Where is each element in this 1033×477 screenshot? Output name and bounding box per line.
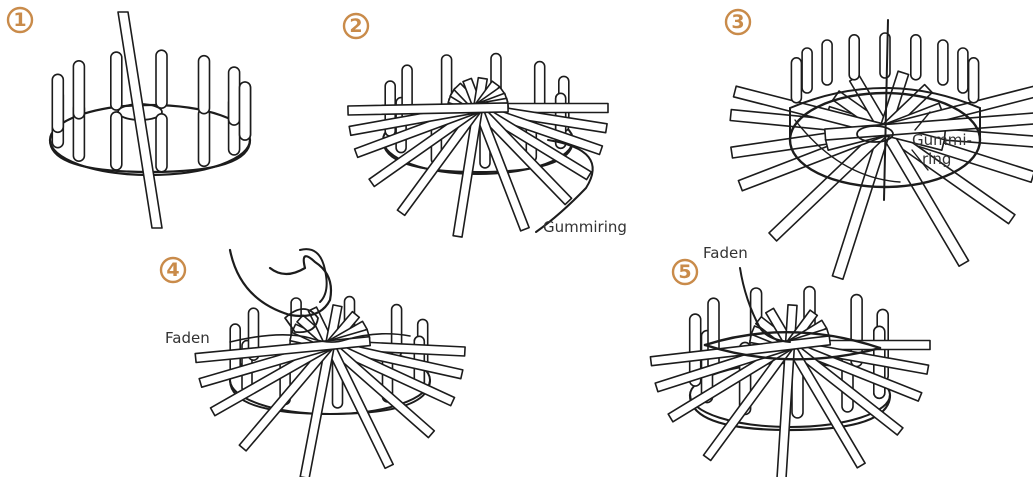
- step-1-panel: 1: [8, 8, 251, 228]
- step-5-faden-label: Faden: [703, 244, 748, 262]
- step-3-panel: 3 Gummi- ring: [726, 10, 1033, 279]
- step-5-badge: 5: [673, 260, 697, 284]
- step-2-panel: 2 Gummiring: [344, 14, 627, 237]
- step-5-number: 5: [678, 261, 691, 283]
- step-4-badge: 4: [161, 258, 185, 282]
- step-3-number: 3: [731, 11, 744, 33]
- step-4-number: 4: [166, 259, 179, 281]
- step-5-panel: 5 Faden: [650, 244, 930, 477]
- step-3-illustration: [730, 20, 1033, 279]
- step-1-badge: 1: [8, 8, 32, 32]
- step-3-badge: 3: [726, 10, 750, 34]
- step-2-illustration: [348, 54, 608, 238]
- step-1-illustration: [50, 12, 251, 228]
- step-4-panel: 4 Faden: [161, 249, 465, 477]
- step-3-ring-label: ring: [922, 150, 951, 168]
- step-2-gummiring-label: Gummiring: [543, 218, 627, 236]
- step-3-gummi-label: Gummi-: [912, 131, 972, 149]
- step-4-illustration: [195, 249, 465, 477]
- step-2-badge: 2: [344, 14, 368, 38]
- step-2-number: 2: [349, 15, 362, 37]
- step-5-illustration: [650, 268, 930, 477]
- step-1-number: 1: [13, 9, 26, 31]
- step-4-faden-label: Faden: [165, 329, 210, 347]
